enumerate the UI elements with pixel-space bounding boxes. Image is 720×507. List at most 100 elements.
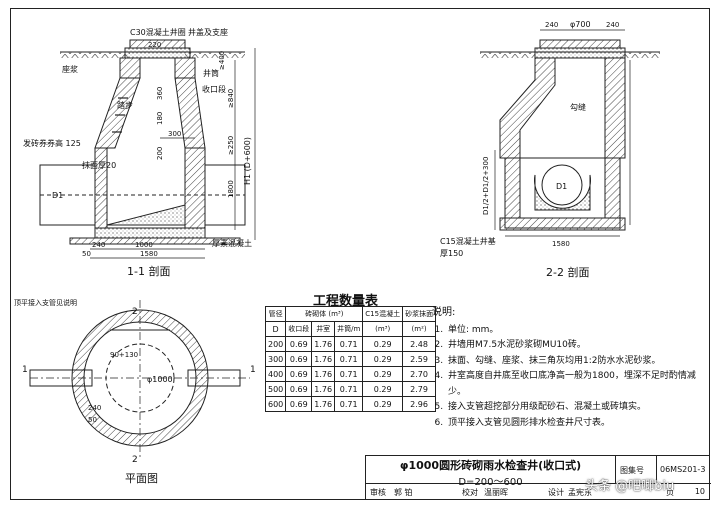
table-cell: 300 <box>264 351 287 367</box>
sign-design-name: 孟宪东 <box>568 488 592 497</box>
qty-h-plaster: 砂浆抹面 <box>402 306 437 322</box>
table-cell: 600 <box>264 396 287 412</box>
label-body: 井筒 <box>203 68 219 78</box>
table-cell: 0.71 <box>334 396 364 412</box>
dim-1580: 1580 <box>140 250 158 258</box>
table-cell: 0.29 <box>362 351 404 367</box>
qty-h-m2: (m²) <box>402 321 437 337</box>
table-cell: 0.69 <box>285 396 313 412</box>
quantity-title: 工程数量表 <box>313 294 379 309</box>
dim-1800: 1800 <box>227 180 235 198</box>
table-cell: 1.76 <box>311 366 336 382</box>
sign-review-name: 郭 铂 <box>394 488 413 497</box>
table-cell: 400 <box>264 366 287 382</box>
label-c15: C15混凝土井基 <box>440 236 496 246</box>
label-d1: D1 <box>52 191 63 200</box>
dim-240-right: 240 <box>606 21 619 29</box>
qty-h-d: D <box>264 321 287 337</box>
note-item: 井墙用M7.5水泥砂浆砌MU10砖。 <box>446 338 702 354</box>
table-cell: 2.96 <box>402 396 437 412</box>
label-ladder: 踏步 <box>117 100 133 110</box>
label-seat: 座浆 <box>62 64 78 74</box>
label-bedding: 厚素混凝土 <box>212 238 252 248</box>
plan-dim: 90+130 <box>110 351 138 359</box>
sign-check-label: 校对 <box>462 488 478 497</box>
dim-240: 240 <box>92 241 105 249</box>
note-item: 井室高度自井底至收口底净高一般为1800，埋深不足时酌情减少。 <box>446 369 702 400</box>
qty-h-m3: (m³) <box>362 321 404 337</box>
signature-row: 审核 郭 铂 校对 温丽晖 设计 孟宪东 10 页 <box>366 484 711 500</box>
plan-mark-1-right: 1 <box>250 365 256 375</box>
dim-50: 50 <box>82 250 91 258</box>
label-cover: 井盖及支座 <box>188 27 228 37</box>
dim-250: ≥250 <box>227 136 235 155</box>
table-cell: 2.48 <box>402 336 437 352</box>
qty-h-masonry: 砖砌体 (m³) <box>285 306 364 322</box>
plan-view: 顶平接入支管见说明 90+130 φ1000 240 50 1 1 2 2 平面… <box>14 298 256 485</box>
section-1-1-title: 1-1 剖面 <box>127 264 170 278</box>
table-cell: 2.59 <box>402 351 437 367</box>
table-cell: 200 <box>264 336 287 352</box>
table-cell: 0.69 <box>285 351 313 367</box>
table-cell: 0.69 <box>285 381 313 397</box>
table-cell: 0.71 <box>334 336 364 352</box>
table-cell: 0.29 <box>362 366 404 382</box>
page-number: 10 <box>694 487 705 496</box>
table-cell: 0.69 <box>285 336 313 352</box>
table-cell: 0.71 <box>334 366 364 382</box>
notes: 说明: 单位: mm。 井墙用M7.5水泥砂浆砌MU10砖。 抹面、勾缝、座浆、… <box>432 305 702 431</box>
label-joint: 勾缝 <box>570 102 586 112</box>
quantity-table: 管径 砖砌体 (m³) C15混凝土 砂浆抹面 D 收口段 井室 井筒/m (m… <box>264 306 437 412</box>
dim-240-left: 240 <box>545 21 558 29</box>
section-2-2-title: 2-2 剖面 <box>546 265 589 279</box>
note-item: 单位: mm。 <box>446 323 702 339</box>
table-cell: 1.76 <box>311 396 336 412</box>
label-plaster: 抹面厚20 <box>82 160 116 170</box>
note-item: 接入支管超挖部分用级配砂石、混凝土或砖填实。 <box>446 400 702 416</box>
section-2-2: 240 φ700 240 勾缝 D1 D1/2+D1/2+300 1580 C1… <box>440 20 660 279</box>
table-cell: 0.69 <box>285 366 313 382</box>
sign-review-label: 审核 <box>370 488 386 497</box>
table-cell: 0.29 <box>362 396 404 412</box>
label-arch: 发砖券券高 125 <box>23 138 81 148</box>
qty-h-concrete: C15混凝土 <box>362 306 404 322</box>
page-label: 页 <box>666 488 674 497</box>
plan-title: 平面图 <box>125 472 158 485</box>
watermark: 头条 @吧唧biu <box>585 479 675 494</box>
label-phi700: φ700 <box>570 20 591 29</box>
dim-400: ≥400 <box>218 51 226 70</box>
dim-180: 180 <box>156 112 164 125</box>
table-cell: 2.70 <box>402 366 437 382</box>
table-cell: 0.71 <box>334 351 364 367</box>
atlas-value: 06MS201-3 <box>660 465 706 474</box>
qty-h-pipe: 管径 <box>264 306 287 322</box>
dim-1000: 1000 <box>135 241 153 249</box>
drawing-subtitle: D=200～600 <box>458 477 523 488</box>
dim-1580-22: 1580 <box>552 240 570 248</box>
dim-300: 300 <box>168 130 181 138</box>
dim-360: 360 <box>156 87 164 100</box>
table-cell: 0.29 <box>362 381 404 397</box>
section-1-1: C30混凝土井圈 座浆 井盖及支座 井筒 踏步 收口段 发砖券券高 125 抹面… <box>23 27 256 278</box>
plan-note: 顶平接入支管见说明 <box>14 298 77 307</box>
notes-heading: 说明: <box>432 307 456 318</box>
label-d1-22: D1 <box>556 182 567 191</box>
table-cell: 0.71 <box>334 381 364 397</box>
table-cell: 1.76 <box>311 381 336 397</box>
label-hdim: D1/2+D1/2+300 <box>482 157 490 215</box>
qty-h-shaft: 井筒/m <box>334 321 364 337</box>
sign-design-label: 设计 <box>548 488 564 497</box>
label-c30: C30混凝土井圈 <box>130 27 186 37</box>
table-cell: 500 <box>264 381 287 397</box>
drawing-title: φ1000圆形砖砌雨水检查井(收口式) <box>399 459 582 472</box>
title-block: φ1000圆形砖砌雨水检查井(收口式) D=200～600 图集号 06MS20… <box>365 455 711 500</box>
plan-mark-1-left: 1 <box>22 365 28 375</box>
label-thick: 厚150 <box>440 249 463 258</box>
dim-840: ≥840 <box>227 89 235 108</box>
dim-200: 200 <box>156 147 164 160</box>
